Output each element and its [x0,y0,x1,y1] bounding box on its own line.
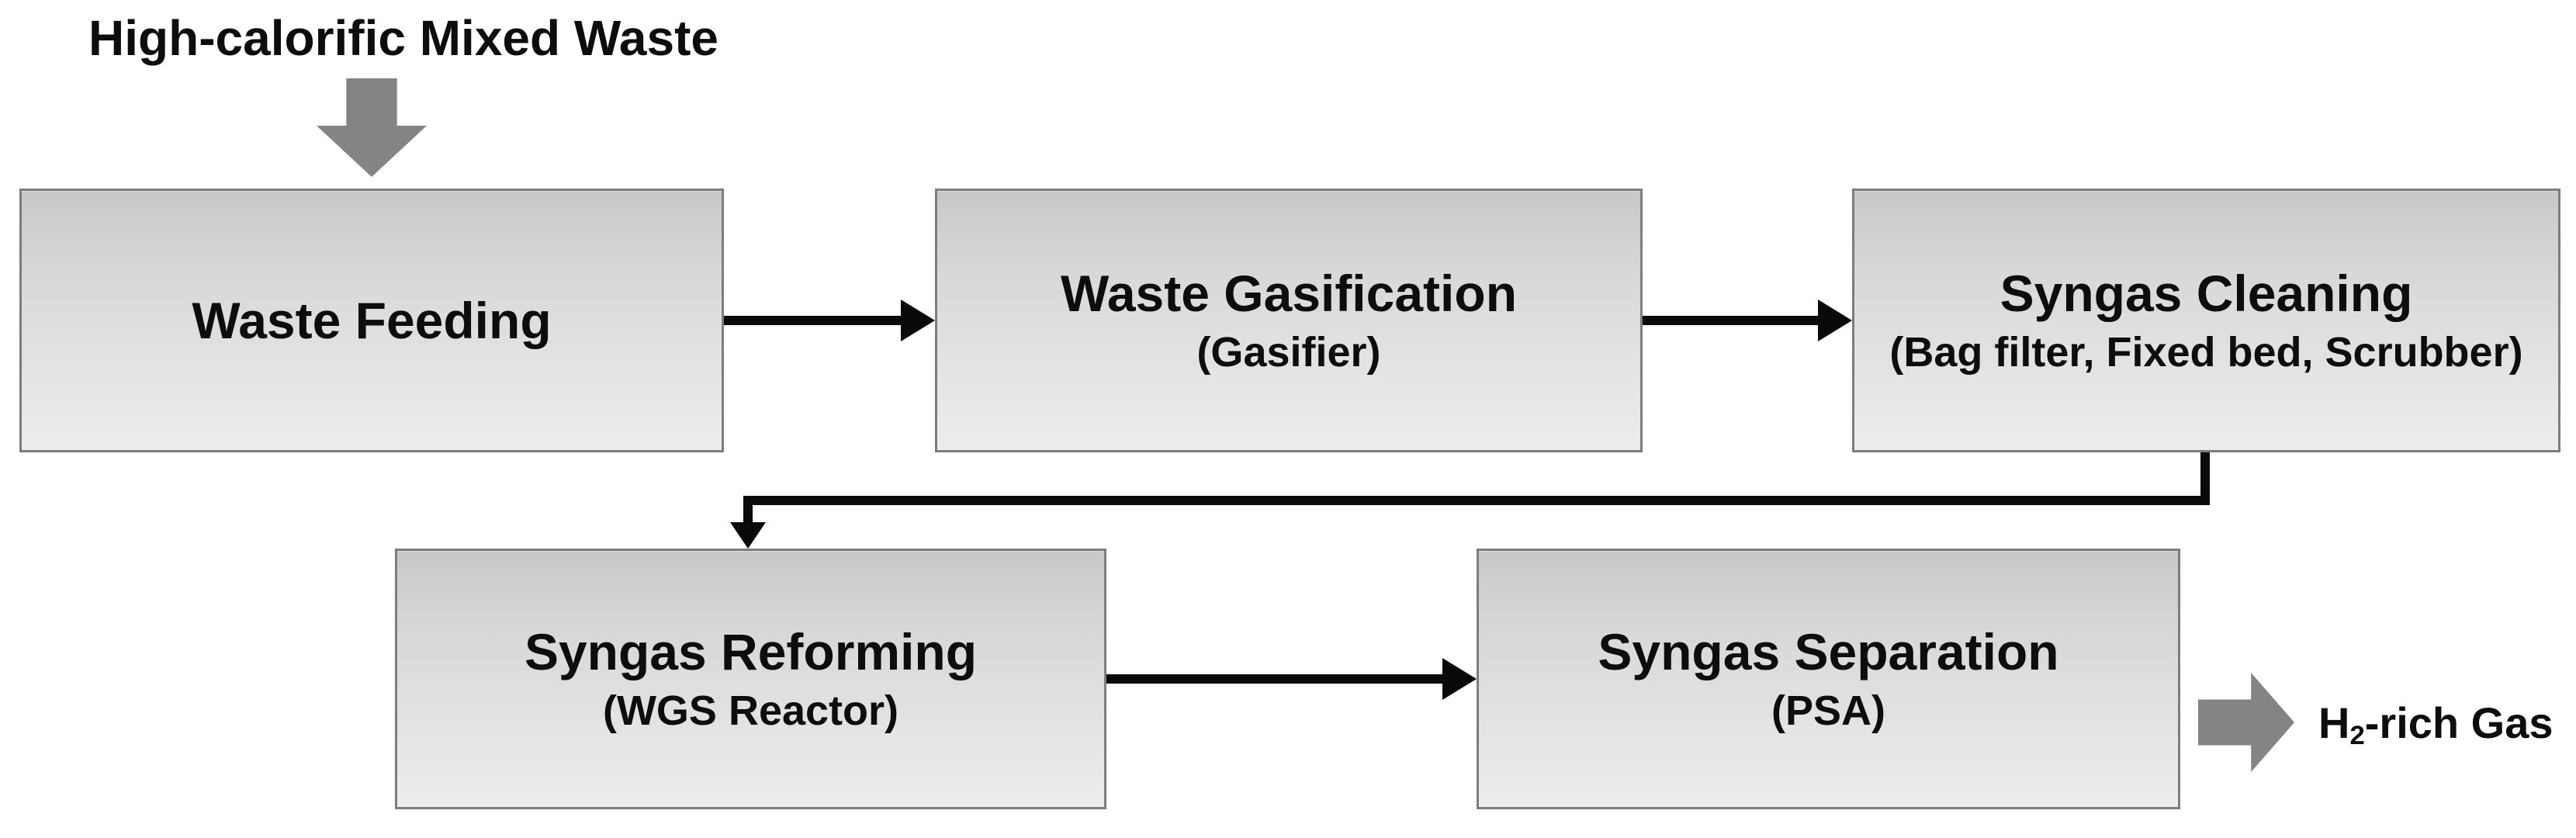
box-subtitle: (Bag filter, Fixed bed, Scrubber) [1889,329,2523,376]
box-subtitle: (Gasifier) [1196,329,1381,376]
arrow-line [1106,674,1442,684]
elbow-vertical-segment [2200,452,2210,505]
input-stream-label: High-calorific Mixed Waste [88,10,718,66]
process-box-waste-gasification: Waste Gasification (Gasifier) [935,189,1643,452]
process-box-syngas-reforming: Syngas Reforming (WGS Reactor) [395,549,1106,809]
box-title: Syngas Separation [1598,622,2059,680]
box-title: Waste Gasification [1060,264,1518,322]
process-box-syngas-cleaning: Syngas Cleaning (Bag filter, Fixed bed, … [1852,189,2560,452]
output-label-prefix: H [2318,698,2350,747]
output-label-suffix: -rich Gas [2364,698,2553,747]
output-label-subscript: 2 [2349,720,2365,750]
arrow-line [1643,316,1818,325]
process-box-waste-feeding: Waste Feeding [19,189,724,452]
arrowhead-right-icon [1818,300,1852,341]
elbow-drop-segment [743,505,753,523]
box-title: Syngas Reforming [524,622,978,680]
box-title: Waste Feeding [192,291,552,349]
process-box-syngas-separation: Syngas Separation (PSA) [1477,549,2180,809]
box-subtitle: (WGS Reactor) [602,687,899,735]
arrowhead-right-icon [1442,658,1477,700]
output-block-arrow-right-icon [2198,673,2294,772]
input-block-arrow-down-icon [317,78,427,177]
box-subtitle: (PSA) [1771,687,1885,735]
arrow-line [724,316,901,325]
arrowhead-right-icon [901,300,935,341]
arrowhead-down-icon [730,522,766,549]
elbow-horizontal-segment [743,496,2210,505]
output-stream-label: H2-rich Gas [2318,698,2553,750]
box-title: Syngas Cleaning [2000,264,2413,322]
